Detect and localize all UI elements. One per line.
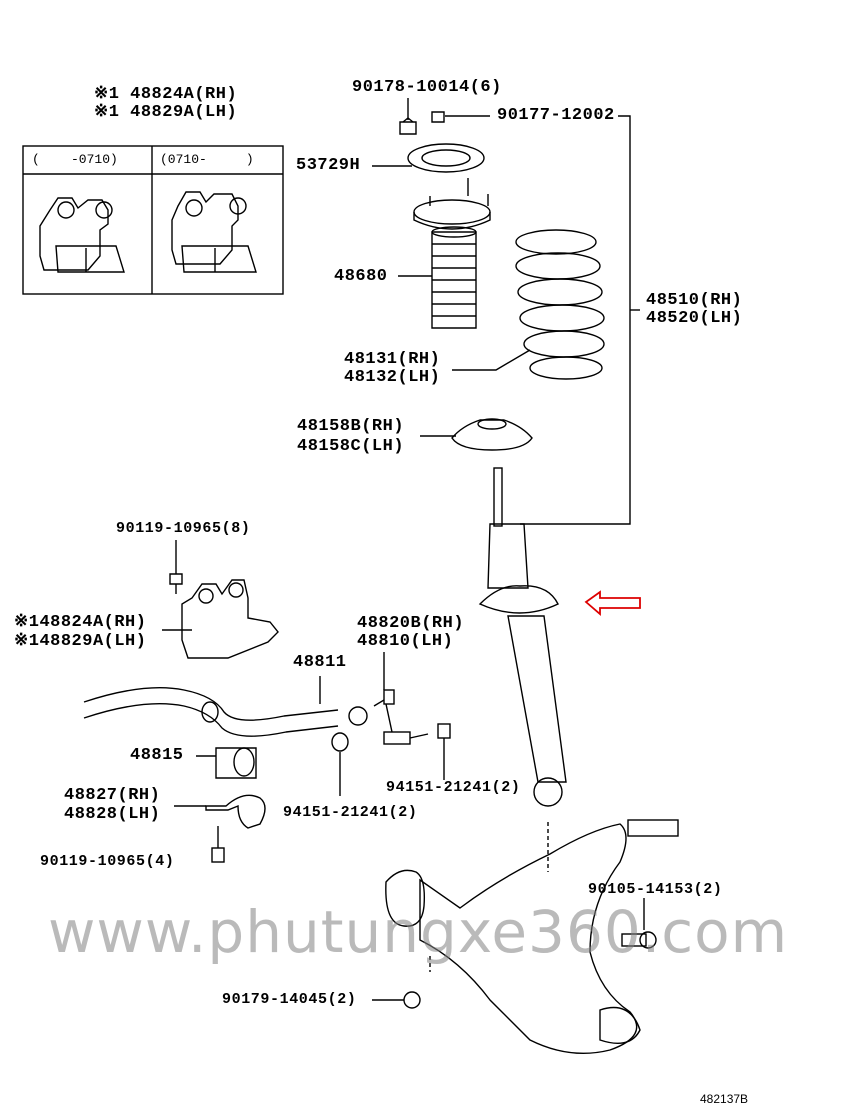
label-spring-seat-lh: 48158C(LH): [297, 437, 405, 456]
arm-bolt-icon: [621, 931, 657, 949]
figure-code: 482137B: [700, 1092, 749, 1106]
inset-bracket-early-icon: [39, 197, 125, 273]
label-absorber-lh: 48520(LH): [646, 309, 743, 328]
label-link-lh: 48810(LH): [357, 632, 454, 651]
upper-nut-icon: [431, 111, 445, 123]
label-spring-rh: 48131(RH): [344, 350, 441, 369]
link-nut-right-icon: [437, 723, 451, 780]
lower-arm-icon: [385, 819, 679, 1054]
label-bracket-top-rh: ※1 48824A(RH): [94, 85, 238, 104]
label-top-nut: 90178-10014(6): [352, 78, 502, 97]
stabilizer-bracket-icon: [181, 579, 279, 659]
link-nut-left-icon: [331, 732, 349, 796]
insulator-icon: [407, 143, 485, 173]
label-spring-seat-rh: 48158B(RH): [297, 417, 405, 436]
label-bracket-mid-lh: ※148829A(LH): [14, 632, 147, 651]
label-insulator: 53729H: [296, 156, 361, 175]
spring-seat-icon: [451, 418, 533, 451]
watermark: www.phutungxe360.com: [48, 898, 789, 966]
bracket-bolt-icon: [169, 573, 183, 594]
label-spring-lh: 48132(LH): [344, 368, 441, 387]
inset-bracket-late-icon: [171, 191, 257, 273]
inset-table: [22, 145, 284, 295]
bushing-icon: [215, 747, 257, 779]
shock-absorber-icon: [478, 467, 567, 807]
label-bushing: 48815: [130, 746, 184, 765]
bump-stopper-icon: [431, 226, 477, 329]
pointer-arrow-icon: [584, 590, 641, 616]
arm-nut-icon: [403, 991, 421, 1009]
upper-support-icon: [413, 178, 491, 230]
label-bracket-mid-rh: ※148824A(RH): [14, 613, 147, 632]
inset-range-late: (0710- ): [160, 152, 254, 167]
inset-range-early: ( -0710): [32, 152, 118, 167]
label-arm-bolt: 90105-14153(2): [588, 881, 723, 898]
label-nut-right: 94151-21241(2): [386, 779, 521, 796]
label-bracket-bolt: 90119-10965(8): [116, 520, 251, 537]
stabilizer-link-icon: [373, 689, 429, 745]
label-link-rh: 48820B(RH): [357, 614, 465, 633]
label-stabilizer-bar: 48811: [293, 653, 347, 672]
clamp-bolt-icon: [211, 847, 225, 863]
top-nut-icon: [399, 117, 417, 135]
label-clamp-bolt: 90119-10965(4): [40, 853, 175, 870]
label-nut-left: 94151-21241(2): [283, 804, 418, 821]
label-upper-nut: 90177-12002: [497, 106, 615, 125]
coil-spring-icon: [515, 229, 605, 380]
label-clamp-rh: 48827(RH): [64, 786, 161, 805]
label-bump-stopper: 48680: [334, 267, 388, 286]
label-bracket-top-lh: ※1 48829A(LH): [94, 103, 238, 122]
label-clamp-lh: 48828(LH): [64, 805, 161, 824]
clamp-icon: [205, 794, 266, 848]
stabilizer-bar-icon: [83, 687, 368, 737]
label-absorber-rh: 48510(RH): [646, 291, 743, 310]
label-arm-nut: 90179-14045(2): [222, 991, 357, 1008]
